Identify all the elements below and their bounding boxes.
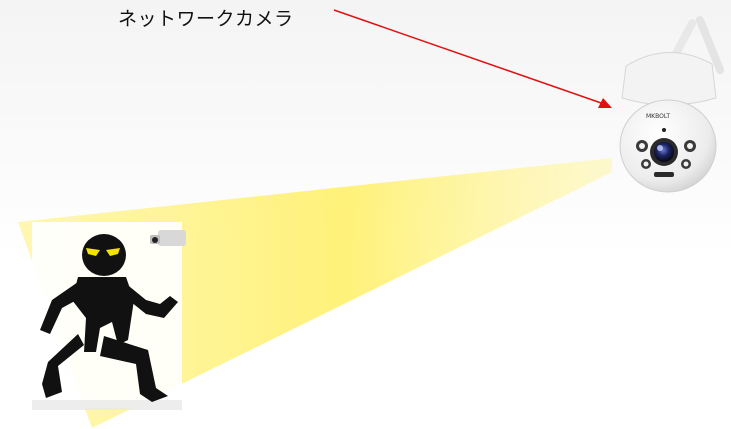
camera-label: ネットワークカメラ bbox=[118, 8, 294, 30]
network-camera-icon: MKBOLT bbox=[619, 15, 725, 193]
panel-shadow bbox=[32, 400, 182, 410]
intruder-figure-icon bbox=[40, 234, 178, 402]
intruder-eyes bbox=[86, 248, 120, 256]
camera-brand-text: MKBOLT bbox=[646, 113, 670, 120]
small-camera-icon bbox=[150, 230, 186, 246]
label-arrow bbox=[333, 9, 612, 108]
